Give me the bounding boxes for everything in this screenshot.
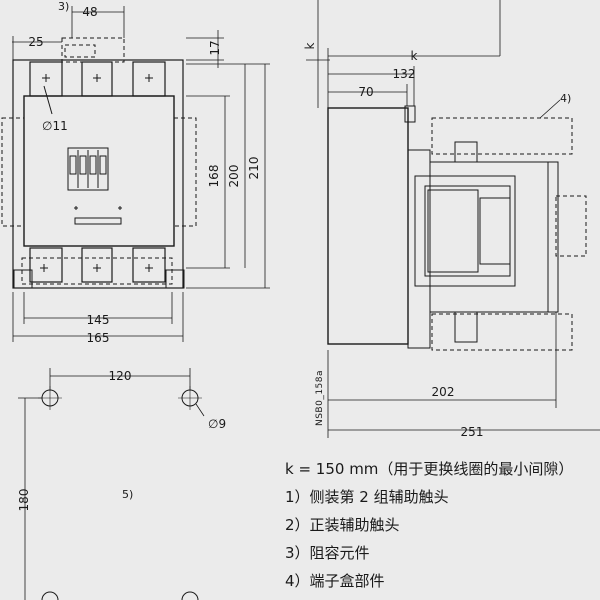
dim-168-label: 168: [207, 165, 221, 188]
dim-17-label: 17: [208, 40, 222, 55]
dim-48-label: 48: [82, 5, 97, 19]
mounting-hole-pattern: [18, 368, 205, 600]
k-vertical-label: k: [303, 42, 317, 49]
front-view-dimension-lines: [12, 6, 270, 342]
k-horizontal-label: k: [411, 49, 418, 63]
legend-item-1: 1）侧装第 2 组辅助触头: [285, 488, 449, 506]
terminal-hole-label: ∅11: [42, 119, 68, 133]
front-view-outline: [1, 37, 197, 289]
legend-item-3: 3）阻容元件: [285, 544, 370, 562]
side-view-outline: [327, 105, 587, 351]
legend-k-note: k = 150 mm（用于更换线圈的最小间隙）: [285, 460, 574, 478]
dim-210-label: 210: [247, 157, 261, 180]
dim-202-label: 202: [432, 385, 455, 399]
legend-item-4: 4）端子盒部件: [285, 572, 385, 590]
dim-180-label: 180: [17, 489, 31, 512]
legend-item-2: 2）正装辅助触头: [285, 516, 400, 534]
dim-132-label: 132: [393, 67, 416, 81]
dim-200-label: 200: [227, 165, 241, 188]
mounting-hole-label: ∅9: [208, 417, 226, 431]
dim-251-label: 251: [461, 425, 484, 439]
dim-120-label: 120: [109, 369, 132, 383]
callout-5-label: 5): [122, 488, 133, 501]
front-terminal-markers: [40, 74, 153, 272]
callout-3-label: 3): [58, 0, 69, 13]
dim-165-label: 165: [87, 331, 110, 345]
side-view-dimension-lines: [306, 0, 600, 438]
dim-70-label: 70: [358, 85, 373, 99]
callout-4-label: 4): [560, 92, 571, 105]
legend: k = 150 mm（用于更换线圈的最小间隙） 1）侧装第 2 组辅助触头 2）…: [285, 455, 600, 595]
dim-145-label: 145: [87, 313, 110, 327]
drawing-code-label: NSB0_158a: [315, 370, 325, 426]
dim-25-label: 25: [28, 35, 43, 49]
